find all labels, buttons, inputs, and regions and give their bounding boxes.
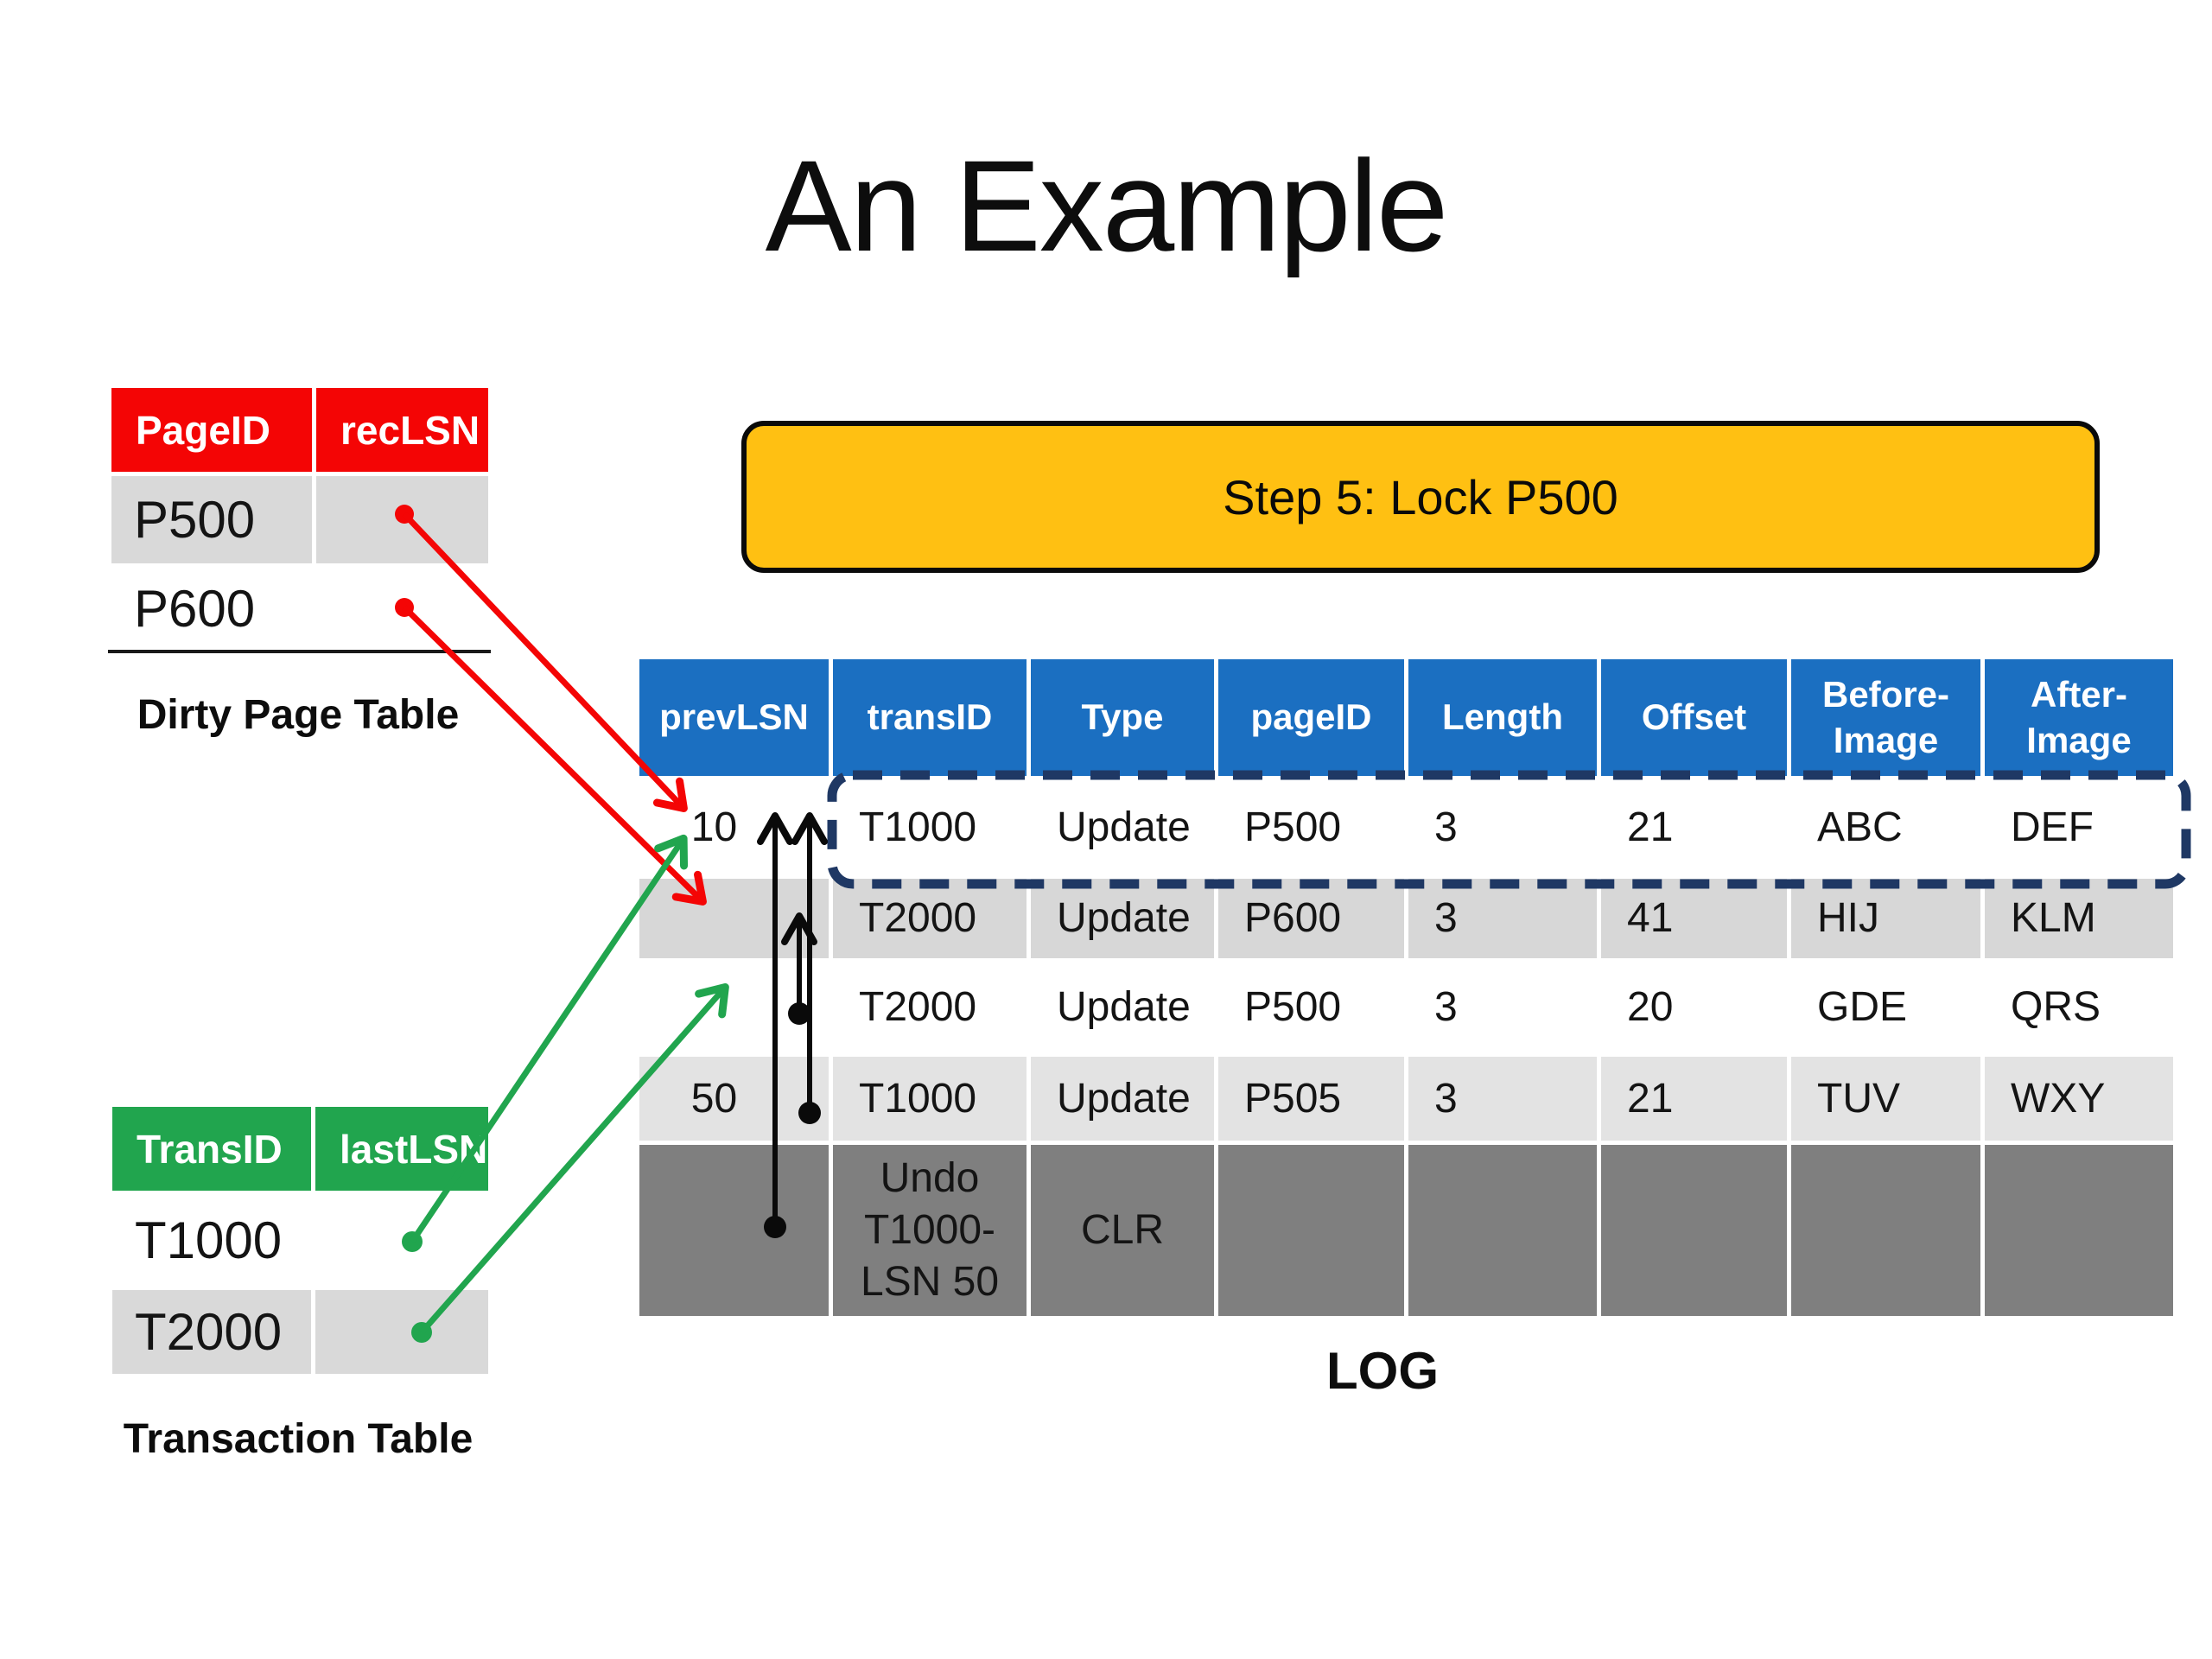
log-table-label: LOG (1326, 1342, 1439, 1400)
log-cell: T1000 (833, 780, 1027, 874)
log-cell: GDE (1791, 963, 1980, 1052)
step-callout: Step 5: Lock P500 (741, 421, 2100, 573)
log-cell: KLM (1985, 879, 2173, 958)
log-cell: T2000 (833, 879, 1027, 958)
log-cell: T1000 (833, 1057, 1027, 1141)
log-header-prevlsn: prevLSN (639, 659, 829, 776)
log-cell: T2000 (833, 963, 1027, 1052)
log-cell (1791, 1145, 1980, 1316)
log-cell: ABC (1791, 780, 1980, 874)
log-cell: 21 (1601, 1057, 1787, 1141)
log-cell (639, 879, 829, 958)
log-header-pageid: pageID (1218, 659, 1404, 776)
step-callout-text: Step 5: Lock P500 (1223, 469, 1618, 524)
log-header-transid: transID (833, 659, 1027, 776)
log-cell: 3 (1408, 963, 1597, 1052)
log-cell: WXY (1985, 1057, 2173, 1141)
log-cell: 21 (1601, 780, 1787, 874)
log-cell (639, 1145, 829, 1316)
transaction-table-header-lastlsn: lastLSN (315, 1107, 488, 1191)
transaction-table-cell (315, 1195, 488, 1286)
log-cell: DEF (1985, 780, 2173, 874)
log-cell: 41 (1601, 879, 1787, 958)
transaction-table: TransID lastLSN T1000 T2000 (112, 1107, 488, 1374)
log-header-before-image: Before-Image (1791, 659, 1980, 776)
dirty-page-table: PageID recLSN P500 P600 (111, 388, 488, 650)
log-header-after-image: After-Image (1985, 659, 2173, 776)
log-cell-clr-type: CLR (1031, 1145, 1214, 1316)
transaction-table-header-transid: TransID (112, 1107, 311, 1191)
dirty-page-table-cell: P600 (134, 580, 256, 638)
transaction-table-label: Transaction Table (123, 1416, 474, 1462)
log-cell: Update (1031, 1057, 1214, 1141)
dirty-page-table-header-pageid: PageID (111, 388, 312, 472)
transaction-table-cell: T2000 (112, 1290, 311, 1374)
dirty-page-table-cell (316, 568, 488, 650)
dirty-page-table-cell: P500 (111, 476, 312, 563)
log-cell: Update (1031, 963, 1214, 1052)
log-cell: 20 (1601, 963, 1787, 1052)
log-cell: P505 (1218, 1057, 1404, 1141)
log-cell: 50 (639, 1057, 829, 1141)
log-cell: HIJ (1791, 879, 1980, 958)
log-cell (1985, 1145, 2173, 1316)
dirty-page-table-underline (108, 650, 491, 653)
log-cell: 10 (639, 780, 829, 874)
log-table: prevLSN transID Type pageID Length Offse… (639, 659, 2173, 1316)
log-header-length: Length (1408, 659, 1597, 776)
log-cell (1218, 1145, 1404, 1316)
log-cell: Update (1031, 780, 1214, 874)
log-cell: QRS (1985, 963, 2173, 1052)
slide-title: An Example (765, 133, 1449, 278)
log-cell: 3 (1408, 1057, 1597, 1141)
log-header-offset: Offset (1601, 659, 1787, 776)
dirty-page-table-label: Dirty Page Table (137, 692, 460, 738)
log-cell (1601, 1145, 1787, 1316)
transaction-table-cell (315, 1290, 488, 1374)
dirty-page-table-cell (316, 476, 488, 563)
log-cell: 3 (1408, 780, 1597, 874)
log-cell: Update (1031, 879, 1214, 958)
log-cell (1408, 1145, 1597, 1316)
log-cell: P500 (1218, 963, 1404, 1052)
log-cell: 3 (1408, 879, 1597, 958)
log-cell-clr-description: Undo T1000- LSN 50 (833, 1145, 1027, 1316)
log-cell: TUV (1791, 1057, 1980, 1141)
log-cell: P500 (1218, 780, 1404, 874)
log-header-type: Type (1031, 659, 1214, 776)
log-cell: P600 (1218, 879, 1404, 958)
transaction-table-cell: T1000 (135, 1211, 283, 1269)
dirty-page-table-header-reclsn: recLSN (316, 388, 488, 472)
log-cell (639, 963, 829, 1052)
